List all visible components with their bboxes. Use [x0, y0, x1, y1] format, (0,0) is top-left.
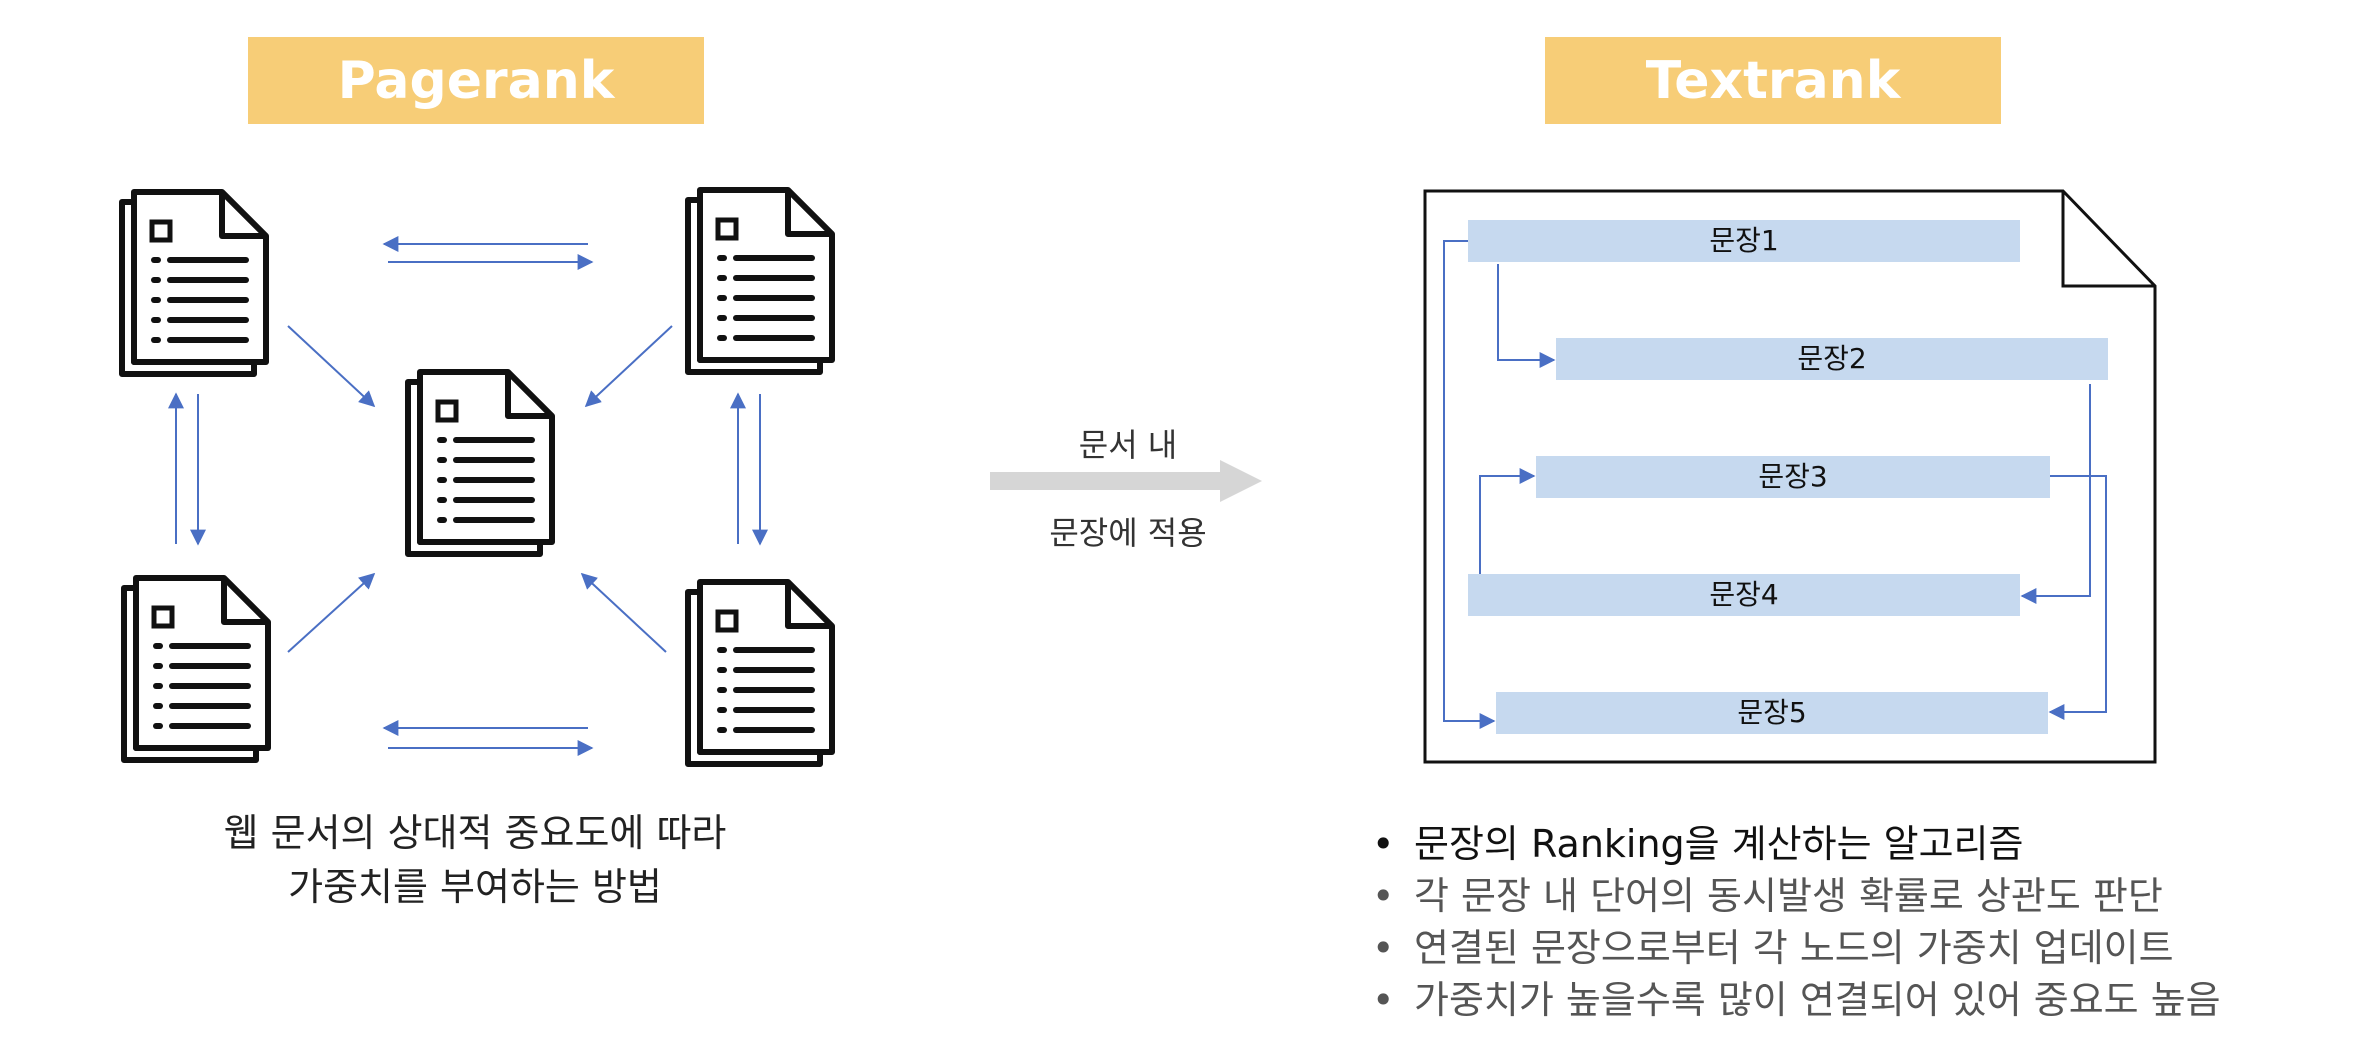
sentence-bar	[1536, 456, 2050, 498]
sentence-bar	[1468, 574, 2020, 616]
sentence-label: 문장5	[1737, 696, 1806, 729]
sentence-label: 문장1	[1709, 224, 1778, 257]
bullet-item: 가중치가 높을수록 많이 연결되어 있어 중요도 높음	[1372, 974, 2221, 1026]
sentence-bar	[1556, 338, 2108, 380]
document-icon	[122, 192, 266, 374]
arrow-right-icon	[990, 460, 1262, 502]
document-icon	[408, 372, 552, 554]
textrank-bullets: 문장의 Ranking을 계산하는 알고리즘 각 문장 내 단어의 동시발생 확…	[1372, 818, 2221, 1026]
sentence-label: 문장3	[1758, 460, 1827, 493]
pagerank-links	[168, 236, 768, 756]
sentence-label: 문장4	[1709, 578, 1778, 611]
document-icon	[688, 582, 832, 764]
bullet-item: 문장의 Ranking을 계산하는 알고리즘	[1372, 818, 2221, 870]
pagerank-title: Pagerank	[248, 37, 704, 124]
sentence-bar	[1496, 692, 2048, 734]
pagerank-caption: 웹 문서의 상대적 중요도에 따라 가중치를 부여하는 방법	[160, 806, 790, 914]
caption-line: 웹 문서의 상대적 중요도에 따라	[223, 811, 727, 855]
document-icon	[124, 578, 268, 760]
sentence-label: 문장2	[1797, 342, 1866, 375]
bullet-item: 각 문장 내 단어의 동시발생 확률로 상관도 판단	[1372, 870, 2221, 922]
apply-label-line1: 문서 내	[1078, 426, 1178, 464]
document-icon	[688, 190, 832, 372]
apply-label-line2: 문장에 적용	[1049, 514, 1207, 552]
sentence-bar	[1468, 220, 2020, 262]
caption-line: 가중치를 부여하는 방법	[288, 865, 662, 909]
bullet-item: 연결된 문장으로부터 각 노드의 가중치 업데이트	[1372, 922, 2221, 974]
textrank-title: Textrank	[1545, 37, 2001, 124]
textrank-links	[1443, 240, 2107, 729]
